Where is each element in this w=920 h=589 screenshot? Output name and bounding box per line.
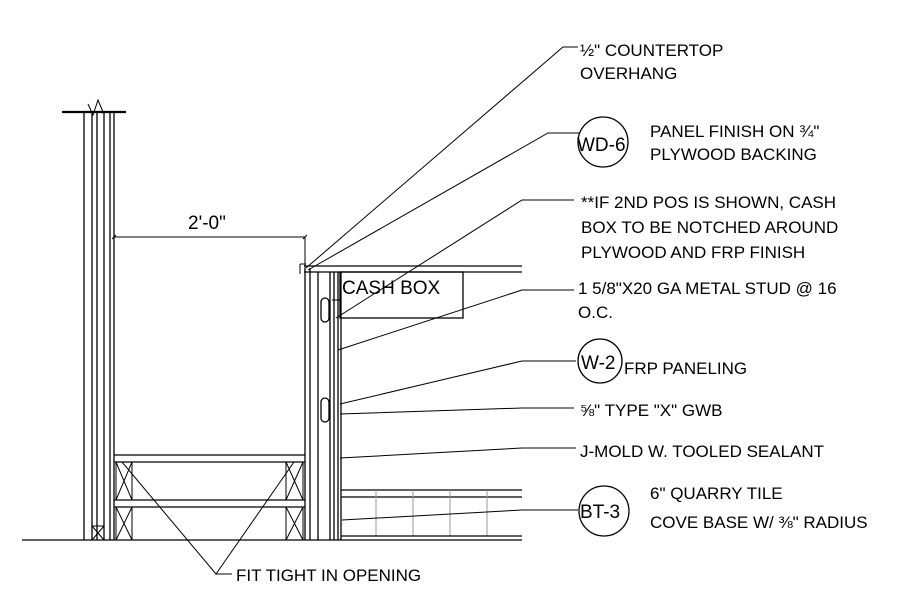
tile-line1: 6" QUARRY TILE: [650, 484, 783, 503]
cash-box: CASH BOX: [332, 271, 464, 319]
stud-line2: O.C.: [578, 303, 613, 322]
leader-lines: [121, 46, 580, 575]
w2-tag-circle: [577, 338, 623, 384]
jmold-text: J-MOLD W. TOOLED SEALANT: [580, 442, 824, 461]
stud-line1: 1 5/8"X20 GA METAL STUD @ 16: [578, 279, 837, 298]
callout-cashbox-note: **IF 2ND POS IS SHOWN, CASH BOX TO BE NO…: [581, 193, 838, 262]
frp-text: FRP PANELING: [624, 359, 747, 378]
panel-line2: PLYWOOD BACKING: [650, 145, 817, 164]
left-wall: [62, 98, 126, 541]
callout-fit-tight: FIT TIGHT IN OPENING: [236, 566, 421, 585]
callout-frp: W-2 FRP PANELING: [577, 338, 747, 384]
bt3-tag-circle: [578, 485, 630, 537]
callout-quarry-tile: BT-3 6" QUARRY TILE COVE BASE W/ ⅜" RADI…: [578, 484, 868, 537]
tile-base: [341, 489, 522, 537]
callout-jmold: J-MOLD W. TOOLED SEALANT: [580, 442, 824, 461]
dimension-line: 2'-0": [111, 213, 308, 268]
cashbox-note-line1: **IF 2ND POS IS SHOWN, CASH: [581, 193, 836, 212]
cashbox-note-line2: BOX TO BE NOTCHED AROUND: [581, 218, 838, 237]
callout-gwb: ⅝" TYPE "X" GWB: [580, 401, 723, 420]
callout-panel-finish: WD-6 PANEL FINISH ON ¾" PLYWOOD BACKING: [577, 116, 819, 168]
cashbox-note-line3: PLYWOOD AND FRP FINISH: [581, 243, 805, 262]
tile-line2: COVE BASE W/ ⅜" RADIUS: [650, 513, 868, 532]
callout-countertop: ½" COUNTERTOP OVERHANG: [580, 41, 723, 83]
stud-wall: [304, 268, 342, 540]
countertop-line1: ½" COUNTERTOP: [580, 41, 723, 60]
panel-line1: PANEL FINISH ON ¾": [650, 122, 819, 141]
countertop-line2: OVERHANG: [580, 64, 677, 83]
bt3-tag: BT-3: [580, 502, 620, 523]
dimension-label: 2'-0": [188, 213, 226, 234]
gwb-text: ⅝" TYPE "X" GWB: [580, 401, 723, 420]
fit-text: FIT TIGHT IN OPENING: [236, 566, 421, 585]
w2-tag: W-2: [581, 353, 615, 374]
wd6-tag: WD-6: [577, 135, 626, 156]
cash-box-label: CASH BOX: [342, 278, 441, 299]
callout-metal-stud: 1 5/8"X20 GA METAL STUD @ 16 O.C.: [578, 279, 837, 322]
wd6-tag-circle: [577, 116, 629, 168]
blocking-frame: [114, 454, 305, 541]
